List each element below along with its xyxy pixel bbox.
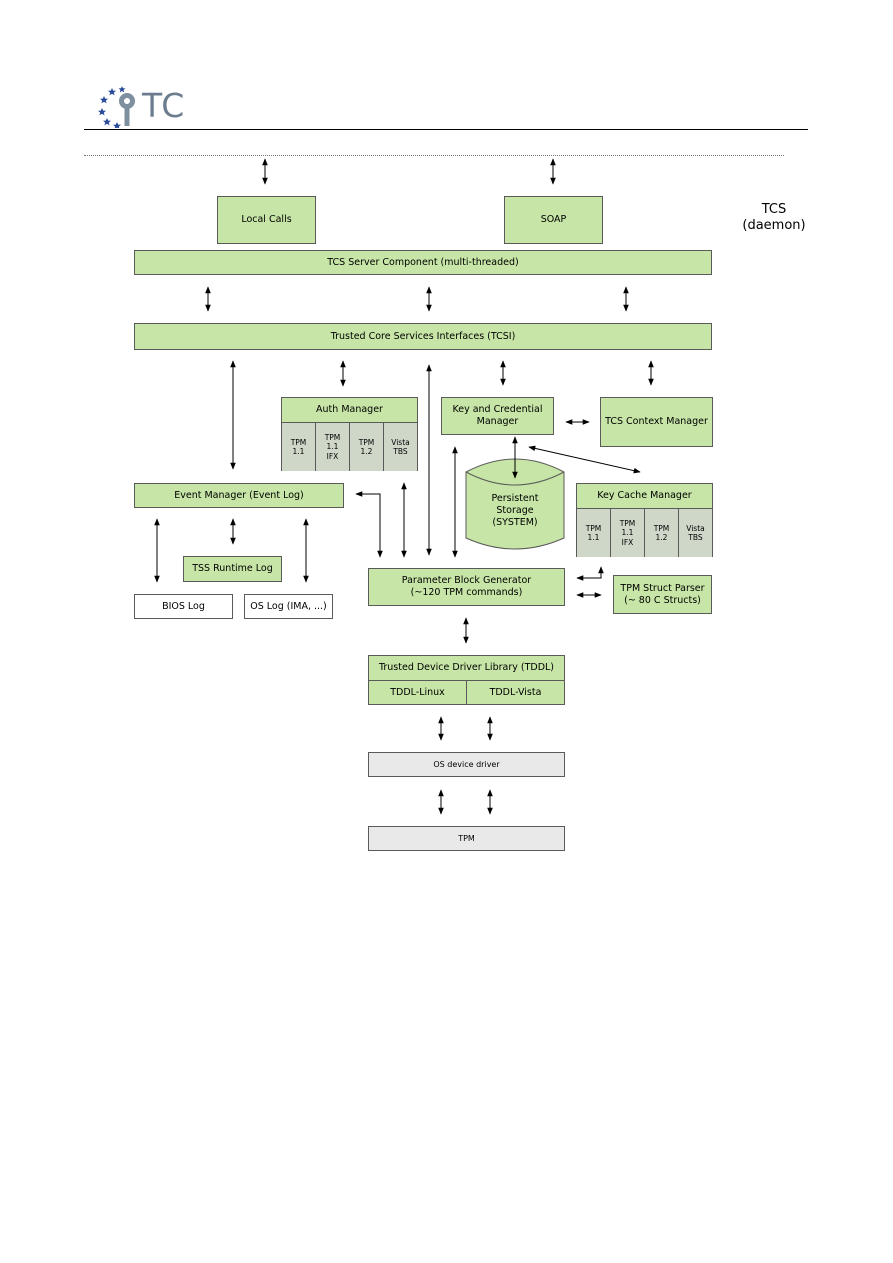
auth-manager-title: Auth Manager	[282, 398, 417, 423]
auth-cell-vista-tbs: Vista TBS	[384, 423, 417, 471]
parameter-block-generator-box: Parameter Block Generator (~120 TPM comm…	[368, 568, 565, 606]
bios-log-box: BIOS Log	[134, 594, 233, 619]
local-calls-box: Local Calls	[217, 196, 316, 244]
arrow-keycred-keycache	[528, 445, 641, 474]
side-label-line2: (daemon)	[742, 218, 806, 233]
os-log-box: OS Log (IMA, ...)	[244, 594, 333, 619]
side-label-line1: TCS	[761, 202, 787, 217]
tpm-box: TPM	[368, 826, 565, 851]
side-label: TCS (daemon)	[732, 202, 816, 234]
kcm-cell-vista-tbs: Vista TBS	[679, 509, 712, 557]
key-cache-manager-title: Key Cache Manager	[577, 484, 712, 509]
star-ring-icon	[98, 86, 135, 128]
header-dotted-rule	[84, 155, 784, 156]
arrow-keycache-pbg	[576, 566, 604, 581]
auth-cell-tpm11-ifx: TPM 1.1 IFX	[316, 423, 350, 471]
tddl-vista: TDDL-Vista	[489, 687, 542, 699]
arrow-event-pbg	[355, 491, 383, 558]
persistent-storage-label: Persistent Storage (SYSTEM)	[491, 493, 539, 528]
tddl-box: Trusted Device Driver Library (TDDL) TDD…	[368, 655, 565, 705]
tss-runtime-log-box: TSS Runtime Log	[183, 556, 282, 582]
persistent-storage-cylinder	[465, 458, 565, 550]
header-rule	[84, 129, 808, 130]
tpm-struct-parser-box: TPM Struct Parser (~ 80 C Structs)	[613, 575, 712, 614]
tcs-context-manager-box: TCS Context Manager	[600, 397, 713, 447]
logo-text: TC	[142, 86, 186, 125]
key-cache-cells: TPM 1.1 TPM 1.1 IFX TPM 1.2 Vista TBS	[577, 509, 712, 557]
tcsi-box: Trusted Core Services Interfaces (TCSI)	[134, 323, 712, 350]
kcm-cell-tpm11-ifx: TPM 1.1 IFX	[611, 509, 645, 557]
auth-manager-box: Auth Manager TPM 1.1 TPM 1.1 IFX TPM 1.2…	[281, 397, 418, 471]
auth-cell-tpm11: TPM 1.1	[282, 423, 316, 471]
key-cache-manager-box: Key Cache Manager TPM 1.1 TPM 1.1 IFX TP…	[576, 483, 713, 557]
tddl-title: Trusted Device Driver Library (TDDL)	[369, 656, 564, 681]
kcm-cell-tpm11: TPM 1.1	[577, 509, 611, 557]
auth-manager-cells: TPM 1.1 TPM 1.1 IFX TPM 1.2 Vista TBS	[282, 423, 417, 471]
event-manager-box: Event Manager (Event Log)	[134, 483, 344, 508]
tddl-linux: TDDL-Linux	[369, 681, 467, 705]
soap-box: SOAP	[504, 196, 603, 244]
tcs-server-component-box: TCS Server Component (multi-threaded)	[134, 250, 712, 275]
kcm-cell-tpm12: TPM 1.2	[645, 509, 679, 557]
tddl-cells: TDDL-Linux TDDL-Vista	[369, 681, 564, 705]
auth-cell-tpm12: TPM 1.2	[350, 423, 384, 471]
logo: TC	[98, 84, 208, 128]
os-device-driver-box: OS device driver	[368, 752, 565, 777]
key-credential-manager-box: Key and Credential Manager	[441, 397, 554, 435]
